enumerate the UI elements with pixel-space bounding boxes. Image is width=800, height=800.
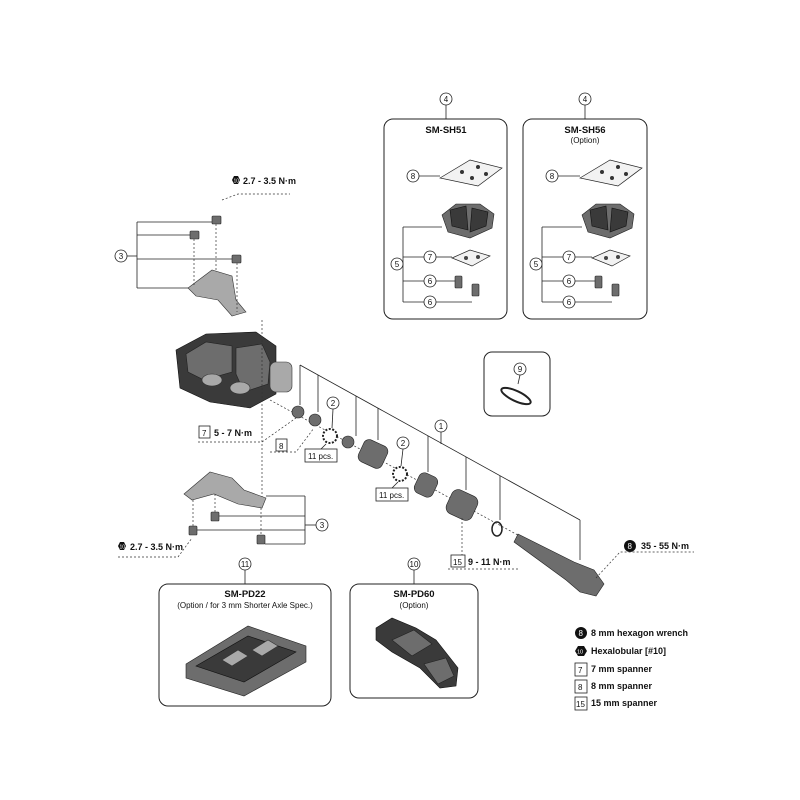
lower-screw-b — [188, 525, 198, 536]
legend-spanner-15: 15 15 mm spanner — [574, 696, 658, 711]
sm-pd60-title: SM-PD60 — [393, 589, 434, 600]
legend-sp15-key: 15 — [576, 700, 585, 709]
cleat-box-sm-sh51: 4 SM-SH51 8 5 7 6 6 — [383, 92, 508, 320]
sm-sh51-title: SM-SH51 — [425, 125, 467, 136]
callout-9-text: 9 — [518, 365, 523, 374]
axle-callout-leaders: 1 2 2 — [299, 364, 581, 560]
lower-binding-plate — [183, 471, 267, 509]
sh56-callout-5: 5 — [534, 260, 539, 269]
callout-4-a-text: 4 — [444, 95, 449, 104]
bearing-cup-a — [341, 435, 355, 449]
axle-sleeve-c — [445, 489, 479, 521]
seal-ring-9 — [500, 386, 532, 406]
sh51-callout-6a: 6 — [428, 277, 433, 286]
legend-sp15-text: 15 mm spanner — [591, 698, 658, 708]
lower-callout-3: 3 — [320, 521, 325, 530]
sh51-callout-6b: 6 — [428, 298, 433, 307]
sm-sh56-title: SM-SH56 — [564, 125, 605, 136]
lower-torque-label: 2.7 - 3.5 N·m — [130, 542, 183, 552]
sh56-callout-6a: 6 — [567, 277, 572, 286]
callout-11: 11 — [241, 560, 250, 569]
upper-binding-plate — [187, 269, 247, 317]
legend-spanner-8: 8 8 mm spanner — [574, 679, 653, 694]
upper-screw-c — [231, 254, 242, 264]
legend-sp8-key: 8 — [578, 683, 583, 692]
cleat-bolt-b — [471, 283, 480, 297]
locknut-torque-label: 5 - 7 N·m — [214, 428, 252, 438]
legend-sp7-key: 7 — [578, 666, 583, 675]
locknut-torque: 7 5 - 7 N·m 8 — [198, 417, 315, 453]
callout-2-b: 2 — [401, 439, 406, 448]
seal-box-9: 9 — [483, 351, 551, 417]
axle-sleeve-a — [357, 439, 389, 469]
legend-hexalobular-text: Hexalobular [#10] — [591, 646, 666, 656]
ball-count-left: 11 pcs. — [308, 452, 333, 461]
upper-torque-label: 2.7 - 3.5 N·m — [243, 176, 296, 186]
adapter-box-sm-pd22: 11 SM-PD22 (Option / for 3 mm Shorter Ax… — [158, 557, 332, 707]
sh56-callout-8: 8 — [550, 172, 555, 181]
ball-count-labels: 11 pcs. 11 pcs. — [304, 443, 409, 502]
axle-torque: 8 35 - 55 N·m — [595, 540, 694, 579]
callout-4-b-text: 4 — [583, 95, 588, 104]
legend-hex-wrench: 8 8 mm hexagon wrench — [575, 627, 688, 639]
cone-torque: 15 9 - 11 N·m — [448, 518, 520, 570]
cleat-box-sm-sh56: 4 SM-SH56 (Option) 8 5 7 6 6 — [522, 92, 648, 320]
ball-count-right: 11 pcs. — [379, 491, 404, 500]
ball-ring-a — [322, 428, 338, 444]
sh51-callout-7: 7 — [428, 253, 433, 262]
sh51-callout-5: 5 — [395, 260, 400, 269]
tool-legend: 8 8 mm hexagon wrench 10 Hexalobular [#1… — [574, 627, 688, 711]
cone-spanner-key-8: 8 — [279, 442, 284, 451]
locknut-spanner-key: 7 — [202, 429, 207, 438]
axle-torque-label: 35 - 55 N·m — [641, 541, 689, 551]
cone-spanner-key-15: 15 — [453, 558, 462, 567]
o-ring — [491, 521, 503, 537]
lower-screw-c — [256, 534, 266, 545]
legend-hex-key: 8 — [579, 629, 584, 638]
axle-internals — [269, 399, 605, 597]
upper-callout-3: 3 — [119, 252, 124, 261]
axle-hex-key: 8 — [628, 542, 633, 551]
callout-4-a — [439, 92, 453, 106]
legend-spanner-7: 7 7 mm spanner — [574, 662, 653, 677]
callout-1: 1 — [439, 422, 444, 431]
nut-plate-7 — [451, 249, 491, 267]
legend-hexalobular-key: 10 — [577, 650, 583, 656]
legend-sp8-text: 8 mm spanner — [591, 681, 653, 691]
upper-screw-b — [189, 230, 200, 240]
pedal-body — [175, 331, 293, 409]
sh56-callout-7: 7 — [567, 253, 572, 262]
sh56-callout-6b: 6 — [567, 298, 572, 307]
upper-binding-group: 10 2.7 - 3.5 N·m 3 — [114, 176, 296, 317]
sm-sh56-subtitle: (Option) — [571, 136, 600, 145]
lower-binding-group: 3 10 2.7 - 3.5 N·m — [118, 471, 329, 558]
cone-torque-label: 9 - 11 N·m — [468, 557, 511, 567]
locknut — [291, 405, 305, 419]
cleat-plate-8 — [439, 159, 503, 187]
upper-hexalobular-key: 10 — [234, 179, 240, 185]
sm-pd22-subtitle: (Option / for 3 mm Shorter Axle Spec.) — [177, 601, 313, 610]
ball-ring-b — [392, 466, 408, 482]
callout-2-a: 2 — [331, 399, 336, 408]
sm-pd22-title: SM-PD22 — [224, 589, 265, 600]
legend-hex-text: 8 mm hexagon wrench — [591, 628, 688, 638]
cleat-bolt-a — [454, 275, 463, 289]
lower-screw-a — [210, 511, 220, 522]
adapter-box-sm-pd60: 10 SM-PD60 (Option) — [349, 557, 479, 699]
lower-hexalobular-key: 10 — [120, 545, 126, 551]
legend-hexalobular: 10 Hexalobular [#10] — [575, 646, 666, 656]
axle-spindle — [513, 533, 605, 597]
upper-screw-a — [211, 215, 222, 225]
callout-10: 10 — [410, 560, 419, 569]
cone-a — [308, 413, 322, 427]
axle-sleeve-b — [413, 472, 439, 498]
sm-pd60-subtitle: (Option) — [400, 601, 429, 610]
legend-sp7-text: 7 mm spanner — [591, 664, 653, 674]
sh51-callout-8: 8 — [411, 172, 416, 181]
